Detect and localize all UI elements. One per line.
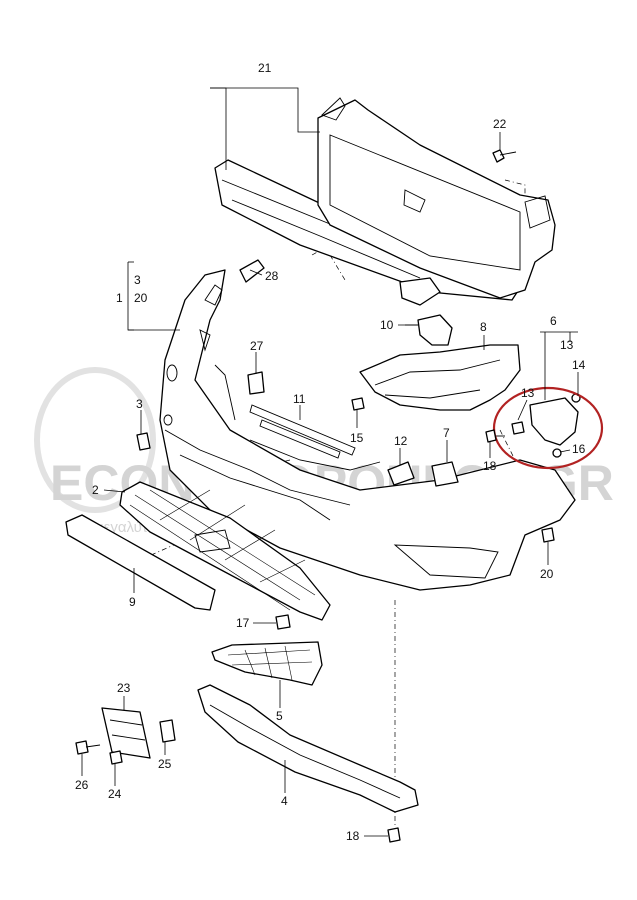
label-14: 14 bbox=[572, 358, 586, 372]
label-13-lower: 13 bbox=[521, 386, 535, 400]
highlighted-side-bracket bbox=[490, 386, 604, 470]
screw-17 bbox=[275, 614, 291, 630]
lower-spoiler-4 bbox=[197, 684, 419, 813]
label-27: 27 bbox=[250, 339, 264, 353]
highlight-circle bbox=[492, 386, 604, 470]
label-10: 10 bbox=[380, 318, 394, 332]
label-3-upper: 3 bbox=[134, 273, 141, 287]
label-4: 4 bbox=[281, 794, 288, 808]
label-18-lower: 18 bbox=[346, 829, 360, 843]
label-2: 2 bbox=[92, 483, 99, 497]
label-7: 7 bbox=[443, 426, 450, 440]
label-13-upper: 13 bbox=[560, 338, 574, 352]
label-28: 28 bbox=[265, 269, 279, 283]
label-17: 17 bbox=[236, 616, 250, 630]
screw-15 bbox=[351, 397, 365, 411]
label-26: 26 bbox=[75, 778, 89, 792]
plate-bracket-23 bbox=[101, 707, 151, 759]
tow-cover-7 bbox=[431, 461, 459, 487]
label-21: 21 bbox=[258, 61, 272, 75]
watermark-logo-icon bbox=[34, 367, 156, 513]
label-9: 9 bbox=[129, 595, 136, 609]
label-5: 5 bbox=[276, 709, 283, 723]
bolt-22 bbox=[492, 149, 517, 163]
label-23: 23 bbox=[117, 681, 131, 695]
label-8: 8 bbox=[480, 320, 487, 334]
callout-labels: 21 22 3 1 20 28 10 8 6 13 14 13 16 27 11… bbox=[75, 61, 586, 843]
label-16: 16 bbox=[572, 442, 586, 456]
screw-24 bbox=[109, 750, 123, 765]
clip-20 bbox=[541, 527, 555, 543]
label-12: 12 bbox=[394, 434, 408, 448]
clip-27 bbox=[247, 371, 265, 395]
bumper-reinforcement-carrier bbox=[214, 97, 556, 306]
screw-18-side bbox=[485, 429, 497, 443]
mount-bracket-10 bbox=[405, 314, 453, 346]
label-6: 6 bbox=[550, 314, 557, 328]
trim-strips bbox=[249, 404, 356, 459]
label-20-lower: 20 bbox=[540, 567, 554, 581]
label-3-lower: 3 bbox=[136, 397, 143, 411]
radiator-grille bbox=[119, 481, 331, 621]
label-11: 11 bbox=[293, 392, 306, 406]
side-bracket-8 bbox=[359, 344, 521, 411]
label-25: 25 bbox=[158, 757, 172, 771]
trim-panel-9 bbox=[65, 514, 216, 611]
label-20-upper: 20 bbox=[134, 291, 148, 305]
cover-12 bbox=[387, 461, 415, 486]
clip-3 bbox=[136, 432, 151, 451]
clip-25 bbox=[159, 719, 176, 743]
label-15: 15 bbox=[350, 431, 364, 445]
screw-26 bbox=[75, 740, 101, 755]
label-1: 1 bbox=[116, 291, 123, 305]
label-22: 22 bbox=[493, 117, 507, 131]
leader-lines bbox=[81, 87, 579, 837]
screw-18-bottom bbox=[387, 827, 401, 843]
label-18-upper: 18 bbox=[483, 459, 497, 473]
lower-grille-5 bbox=[211, 641, 323, 686]
label-24: 24 bbox=[108, 787, 122, 801]
